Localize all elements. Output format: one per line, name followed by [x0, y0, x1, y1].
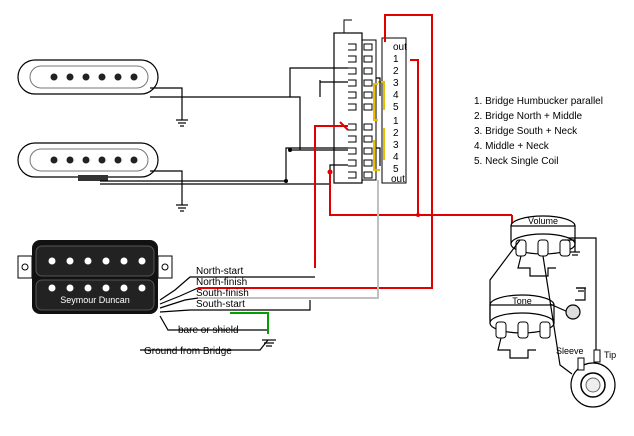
- ground-from-bridge-label: Ground from Bridge: [144, 346, 232, 357]
- position-5: 5. Neck Single Coil: [474, 156, 559, 167]
- middle-single-coil-pickup: [17, 142, 159, 181]
- switch-position-list: 1. Bridge Humbucker parallel 2. Bridge N…: [474, 94, 603, 169]
- ground-icon: [262, 339, 276, 347]
- pot-wiring: [489, 237, 597, 375]
- lead-north-finish: North-finish: [196, 277, 247, 288]
- tip-label: Tip: [604, 350, 616, 360]
- ground-icon: [576, 287, 586, 292]
- volume-pot: [510, 215, 576, 277]
- position-4: 4. Middle + Neck: [474, 141, 549, 152]
- volume-label: Volume: [528, 216, 558, 226]
- position-2: 2. Bridge North + Middle: [474, 111, 583, 122]
- green-ground-wire: [230, 312, 269, 334]
- tone-label: Tone: [512, 296, 532, 306]
- switch-upper-out-label: out: [393, 42, 407, 53]
- switch-upper-2-label: 2: [393, 66, 399, 77]
- humbucker-brand: Seymour Duncan: [60, 295, 130, 305]
- humbucker-pickup: [17, 240, 173, 314]
- position-3: 3. Bridge South + Neck: [474, 126, 578, 137]
- bare-shield-label: bare or shield: [178, 325, 239, 336]
- switch-jumpers: [373, 77, 385, 171]
- switch-lower-out-label: out: [391, 174, 405, 185]
- switch-upper-4-label: 4: [393, 90, 399, 101]
- neck-single-coil-pickup: [17, 59, 159, 95]
- switch-upper-1-label: 1: [393, 54, 399, 65]
- lead-north-start: North-start: [196, 266, 243, 277]
- tone-pot: [489, 294, 581, 359]
- five-way-switch: [333, 19, 407, 184]
- red-wires: [198, 14, 513, 289]
- lead-south-start: South-start: [196, 299, 245, 310]
- ground-icon: [570, 251, 580, 256]
- switch-lower-5-label: 5: [393, 164, 399, 175]
- switch-lower-1-label: 1: [393, 116, 399, 127]
- position-1: 1. Bridge Humbucker parallel: [474, 96, 603, 107]
- lead-south-finish: South-finish: [196, 288, 249, 299]
- gray-wire: [198, 180, 379, 299]
- tone-capacitor: [565, 304, 581, 320]
- switch-lower-4-label: 4: [393, 152, 399, 163]
- switch-upper-3-label: 3: [393, 78, 399, 89]
- output-jack: [570, 349, 616, 408]
- switch-lower-3-label: 3: [393, 140, 399, 151]
- ground-icon: [176, 204, 188, 212]
- switch-lower-2-label: 2: [393, 128, 399, 139]
- switch-upper-5-label: 5: [393, 102, 399, 113]
- ground-icon: [176, 119, 188, 127]
- sleeve-label: Sleeve: [556, 346, 584, 356]
